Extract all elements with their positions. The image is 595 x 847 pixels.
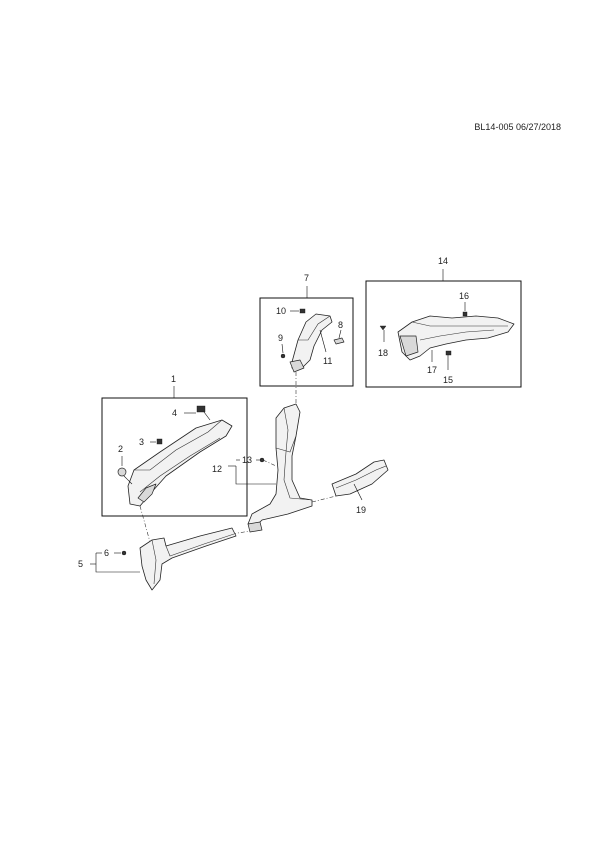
- callout-12: 12: [212, 464, 222, 474]
- callout-2: 2: [118, 444, 123, 454]
- callout-8: 8: [338, 320, 343, 330]
- clip-16-icon: [462, 311, 468, 317]
- callout-14: 14: [438, 256, 448, 266]
- clip-18-icon: [379, 325, 387, 331]
- group-19-rear-sill: 19: [331, 459, 389, 515]
- callout-19: 19: [356, 505, 366, 515]
- group-box-1: [101, 397, 248, 517]
- callout-18: 18: [378, 348, 388, 358]
- clip-3-icon: [156, 438, 163, 445]
- clip-9-icon: [280, 353, 286, 359]
- clip-2-icon: [117, 467, 127, 477]
- callout-11: 11: [323, 356, 332, 366]
- b-pillar-lower-foot: [247, 521, 263, 533]
- callout-17: 17: [427, 365, 437, 375]
- group-box-7: [259, 297, 354, 387]
- clip-10-icon: [299, 308, 306, 314]
- b-pillar-upper-base: [289, 359, 305, 373]
- clip-13-icon: [259, 457, 265, 463]
- callout-16: 16: [459, 291, 469, 301]
- b-pillar-lower-trim: [247, 403, 313, 527]
- rear-quarter-pocket: [399, 335, 419, 357]
- group-14-rear-quarter: 14 15 16 17 18: [365, 256, 522, 388]
- part-8-icon: [333, 337, 345, 345]
- callout-13: 13: [242, 455, 252, 465]
- front-kick-panel: [139, 527, 237, 591]
- callout-5: 5: [78, 559, 83, 569]
- group-1-a-pillar: 1 2 3 4: [101, 374, 248, 517]
- clip-4-icon: [196, 405, 206, 413]
- group-box-14: [365, 280, 522, 388]
- callout-4: 4: [172, 408, 177, 418]
- callout-6: 6: [104, 548, 109, 558]
- clip-15-icon: [445, 350, 452, 356]
- clip-6-icon: [121, 550, 127, 556]
- rear-quarter-trim: [397, 315, 515, 361]
- callout-1: 1: [171, 374, 176, 384]
- group-7-b-pillar-upper: 7 8 9 10 11: [259, 273, 354, 387]
- callout-9: 9: [278, 333, 283, 343]
- callout-3: 3: [139, 437, 144, 447]
- a-pillar-grille: [137, 483, 157, 503]
- callout-15: 15: [443, 375, 453, 385]
- document-code: BL14-005 06/27/2018: [474, 122, 561, 132]
- callout-7: 7: [304, 273, 309, 283]
- group-5-front-sill: 6 5: [78, 527, 237, 591]
- callout-10: 10: [276, 306, 286, 316]
- group-12-b-pillar-lower: 12 13: [212, 403, 313, 533]
